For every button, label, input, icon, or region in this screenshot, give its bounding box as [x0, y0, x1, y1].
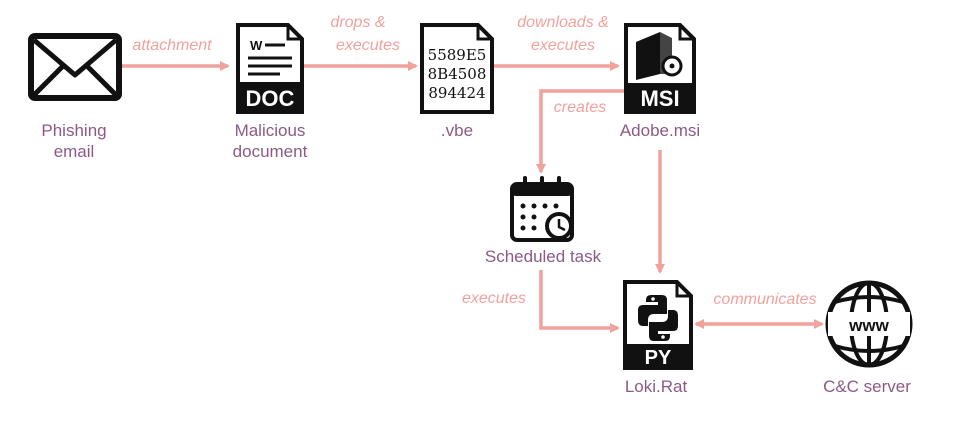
edge-task-to-rat: [539, 270, 620, 333]
node-label-phishing-2: email: [54, 142, 95, 161]
node-label-rat: Loki.Rat: [625, 377, 688, 396]
script-file-icon: 5589E5 8B4508 894424: [420, 23, 494, 114]
node-label-phishing-1: Phishing: [41, 121, 106, 140]
node-label-vbe: .vbe: [441, 121, 473, 140]
edge-msi-to-task: [536, 89, 628, 174]
hex-line-1: 5589E5: [428, 46, 487, 64]
node-label-document-1: Malicious: [235, 121, 306, 140]
msi-file-icon: MSI: [624, 23, 696, 114]
edge-label-executes-2: executes: [531, 37, 595, 54]
node-label-task: Scheduled task: [485, 247, 602, 266]
www-text: www: [848, 316, 889, 335]
doc-badge: DOC: [246, 86, 295, 111]
edge-label-drops: drops &: [330, 14, 385, 31]
edge-label-executes-1: executes: [336, 37, 400, 54]
globe-www-icon: www: [825, 280, 913, 368]
doc-file-icon: W DOC: [236, 23, 304, 114]
edge-label-communicates: communicates: [713, 291, 816, 308]
node-label-cc: C&C server: [823, 377, 911, 396]
edge-label-creates: creates: [554, 99, 606, 116]
hex-line-3: 894424: [428, 84, 485, 102]
py-badge: PY: [645, 347, 672, 369]
edge-label-attachment: attachment: [132, 37, 212, 54]
node-label-msi: Adobe.msi: [620, 121, 700, 140]
python-file-icon: PY: [623, 280, 693, 370]
edge-label-downloads: downloads &: [517, 14, 609, 31]
svg-text:W: W: [250, 38, 263, 53]
msi-badge: MSI: [640, 86, 679, 111]
node-label-document-2: document: [233, 142, 308, 161]
edge-label-executes-3: executes: [462, 290, 526, 307]
hex-line-2: 8B4508: [428, 65, 487, 83]
calendar-clock-icon: [510, 176, 574, 242]
envelope-icon: [28, 33, 122, 101]
